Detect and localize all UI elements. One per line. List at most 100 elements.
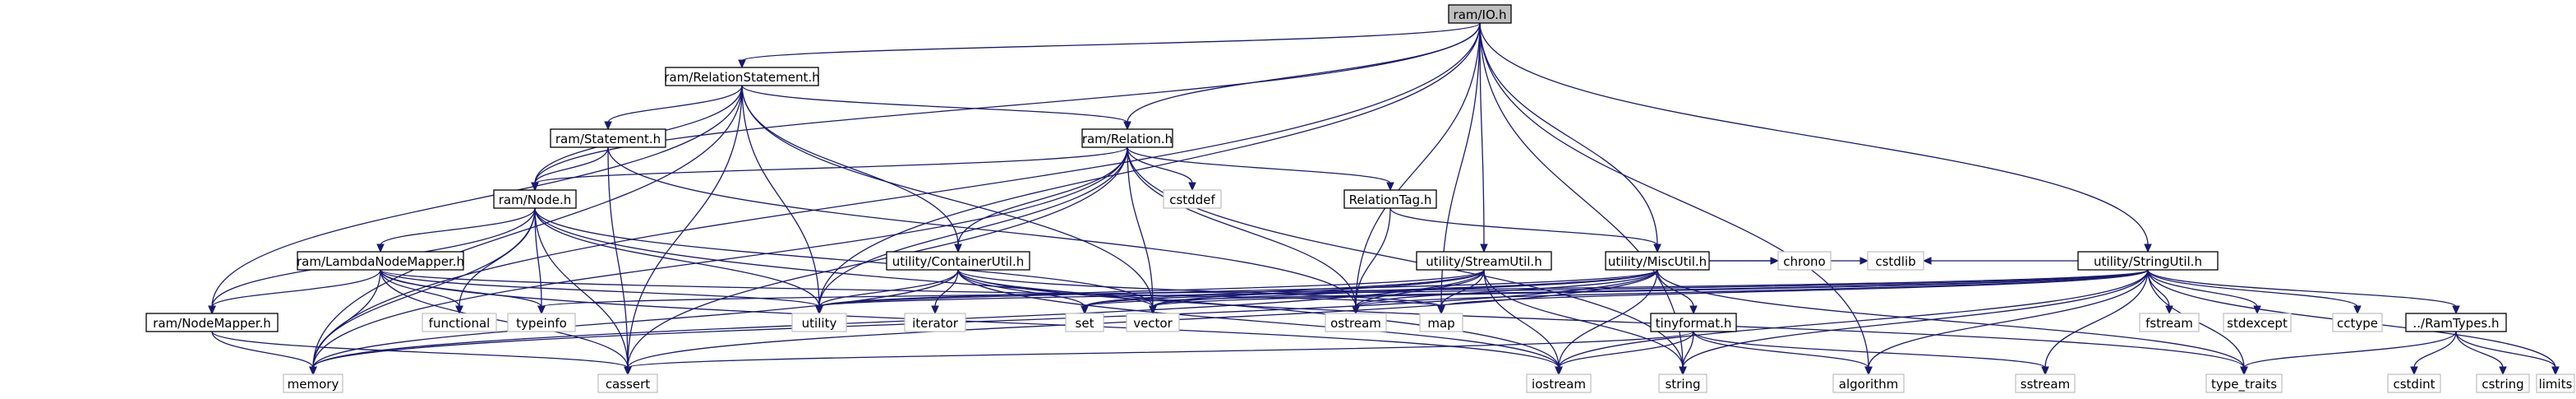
node-lambda[interactable]: ram/LambdaNodeMapper.h xyxy=(297,251,464,271)
node-box xyxy=(665,67,819,86)
node-miscutil[interactable]: utility/MiscUtil.h xyxy=(1605,251,1710,271)
edge-io-streamutil xyxy=(1479,22,1488,253)
node-tinyformat[interactable]: tinyformat.h xyxy=(1650,313,1737,332)
node-typeinfo: typeinfo xyxy=(507,313,576,332)
edge-io-stringutil xyxy=(1479,22,2152,253)
node-ostream: ostream xyxy=(1325,313,1387,332)
edge-relstmt-container xyxy=(741,85,962,253)
node-node[interactable]: ram/Node.h xyxy=(493,189,577,209)
node-statement[interactable]: ram/Statement.h xyxy=(550,128,666,148)
edge-line xyxy=(1479,22,1869,369)
edge-arrowhead xyxy=(1922,257,1932,265)
edge-relstmt-vector xyxy=(741,85,1157,315)
node-map: map xyxy=(1419,313,1463,332)
node-label: ram/IO.h xyxy=(1454,7,1507,22)
node-label: cassert xyxy=(606,377,650,392)
edge-line xyxy=(957,269,1560,369)
edge-stringutil-cctype xyxy=(2147,269,2362,315)
edge-line xyxy=(607,85,743,123)
edge-stringutil-set xyxy=(1081,269,2149,315)
edge-line xyxy=(1355,269,1485,308)
edge-line xyxy=(1152,269,1658,308)
node-label: ram/RelationStatement.h xyxy=(664,70,819,85)
edge-relation-reltag xyxy=(1127,146,1394,192)
edge-line xyxy=(1127,22,1481,123)
node-box xyxy=(1419,313,1463,332)
node-box xyxy=(1343,189,1437,209)
edge-line xyxy=(211,269,381,308)
node-box xyxy=(2476,373,2530,393)
edge-arrowhead xyxy=(2410,366,2418,376)
edge-stringutil-utility xyxy=(815,269,2149,315)
node-reltag[interactable]: RelationTag.h xyxy=(1343,189,1437,209)
node-box xyxy=(1448,4,1512,24)
edge-line xyxy=(1693,331,1869,369)
node-box xyxy=(1526,373,1592,393)
node-label: ../RamTypes.h xyxy=(2412,316,2499,331)
edge-ramtypes-cstring xyxy=(2455,331,2507,376)
edge-line xyxy=(818,22,1481,308)
edge-stringutil-ramtypes xyxy=(2147,269,2460,315)
node-memory: memory xyxy=(283,373,343,393)
node-io[interactable]: ram/IO.h xyxy=(1448,4,1512,24)
node-ramtypes[interactable]: ../RamTypes.h xyxy=(2405,313,2507,332)
node-iterator: iterator xyxy=(904,313,966,332)
edge-stringutil-algorithm xyxy=(1864,269,2149,376)
edge-arrowhead xyxy=(738,59,746,69)
node-streamutil[interactable]: utility/StreamUtil.h xyxy=(1416,251,1552,271)
edge-line xyxy=(1127,146,1193,184)
node-cstring: cstring xyxy=(2476,373,2530,393)
node-label: utility/ContainerUtil.h xyxy=(892,254,1024,269)
edge-line xyxy=(2455,331,2556,369)
node-label: cstdint xyxy=(2393,377,2435,392)
edge-stringutil-string xyxy=(1679,269,2149,376)
node-cstddef: cstddef xyxy=(1163,189,1222,209)
node-label: ram/Relation.h xyxy=(1082,132,1173,146)
node-label: ram/Node.h xyxy=(499,193,571,207)
edge-arrowhead xyxy=(1689,305,1698,315)
node-chrono: chrono xyxy=(1777,251,1832,271)
edge-arrowhead xyxy=(1123,121,1131,131)
edge-line xyxy=(1127,146,1391,184)
edge-arrowhead xyxy=(309,366,317,376)
node-box xyxy=(1416,251,1552,271)
edge-tinyformat-algorithm xyxy=(1693,331,1873,376)
edge-line xyxy=(211,85,743,308)
edge-line xyxy=(1127,146,1357,308)
node-box xyxy=(1126,313,1180,332)
node-nodemapper[interactable]: ram/NodeMapper.h xyxy=(145,313,279,332)
node-relation[interactable]: ram/Relation.h xyxy=(1081,128,1173,148)
edge-line xyxy=(312,207,536,369)
node-box xyxy=(886,251,1030,271)
edge-line xyxy=(534,22,1481,184)
node-label: cstddef xyxy=(1169,193,1215,207)
node-relstmt[interactable]: ram/RelationStatement.h xyxy=(664,67,820,86)
edge-line xyxy=(534,207,1560,369)
edge-statement-node xyxy=(531,146,609,192)
node-layer: ram/IO.h ram/RelationStatement.h ram/Relat… xyxy=(145,4,2575,393)
node-container[interactable]: utility/ContainerUtil.h xyxy=(886,251,1030,271)
edge-lambda-functional xyxy=(380,269,463,315)
edge-arrowhead xyxy=(1352,305,1360,315)
edge-arrowhead xyxy=(2551,366,2560,376)
edge-line xyxy=(1127,146,1684,369)
edge-line xyxy=(541,269,2149,308)
node-box xyxy=(904,313,966,332)
edge-line xyxy=(380,269,1560,369)
node-box xyxy=(1065,313,1104,332)
edge-stringutil-typeinfo xyxy=(537,269,2149,315)
node-cstdlib: cstdlib xyxy=(1867,251,1924,271)
edge-relation-container xyxy=(954,146,1128,253)
edge-line xyxy=(934,269,959,308)
edge-line xyxy=(957,269,1085,308)
node-fstream: fstream xyxy=(2139,313,2200,332)
edge-line xyxy=(741,22,1481,62)
edge-line xyxy=(627,146,1128,369)
edge-arrowhead xyxy=(1679,366,1687,376)
edge-ramtypes-cstdint xyxy=(2410,331,2457,376)
node-label: cstring xyxy=(2482,377,2523,392)
node-stringutil[interactable]: utility/StringUtil.h xyxy=(2077,251,2219,271)
edge-line xyxy=(1693,331,2046,369)
node-set: set xyxy=(1065,313,1104,332)
